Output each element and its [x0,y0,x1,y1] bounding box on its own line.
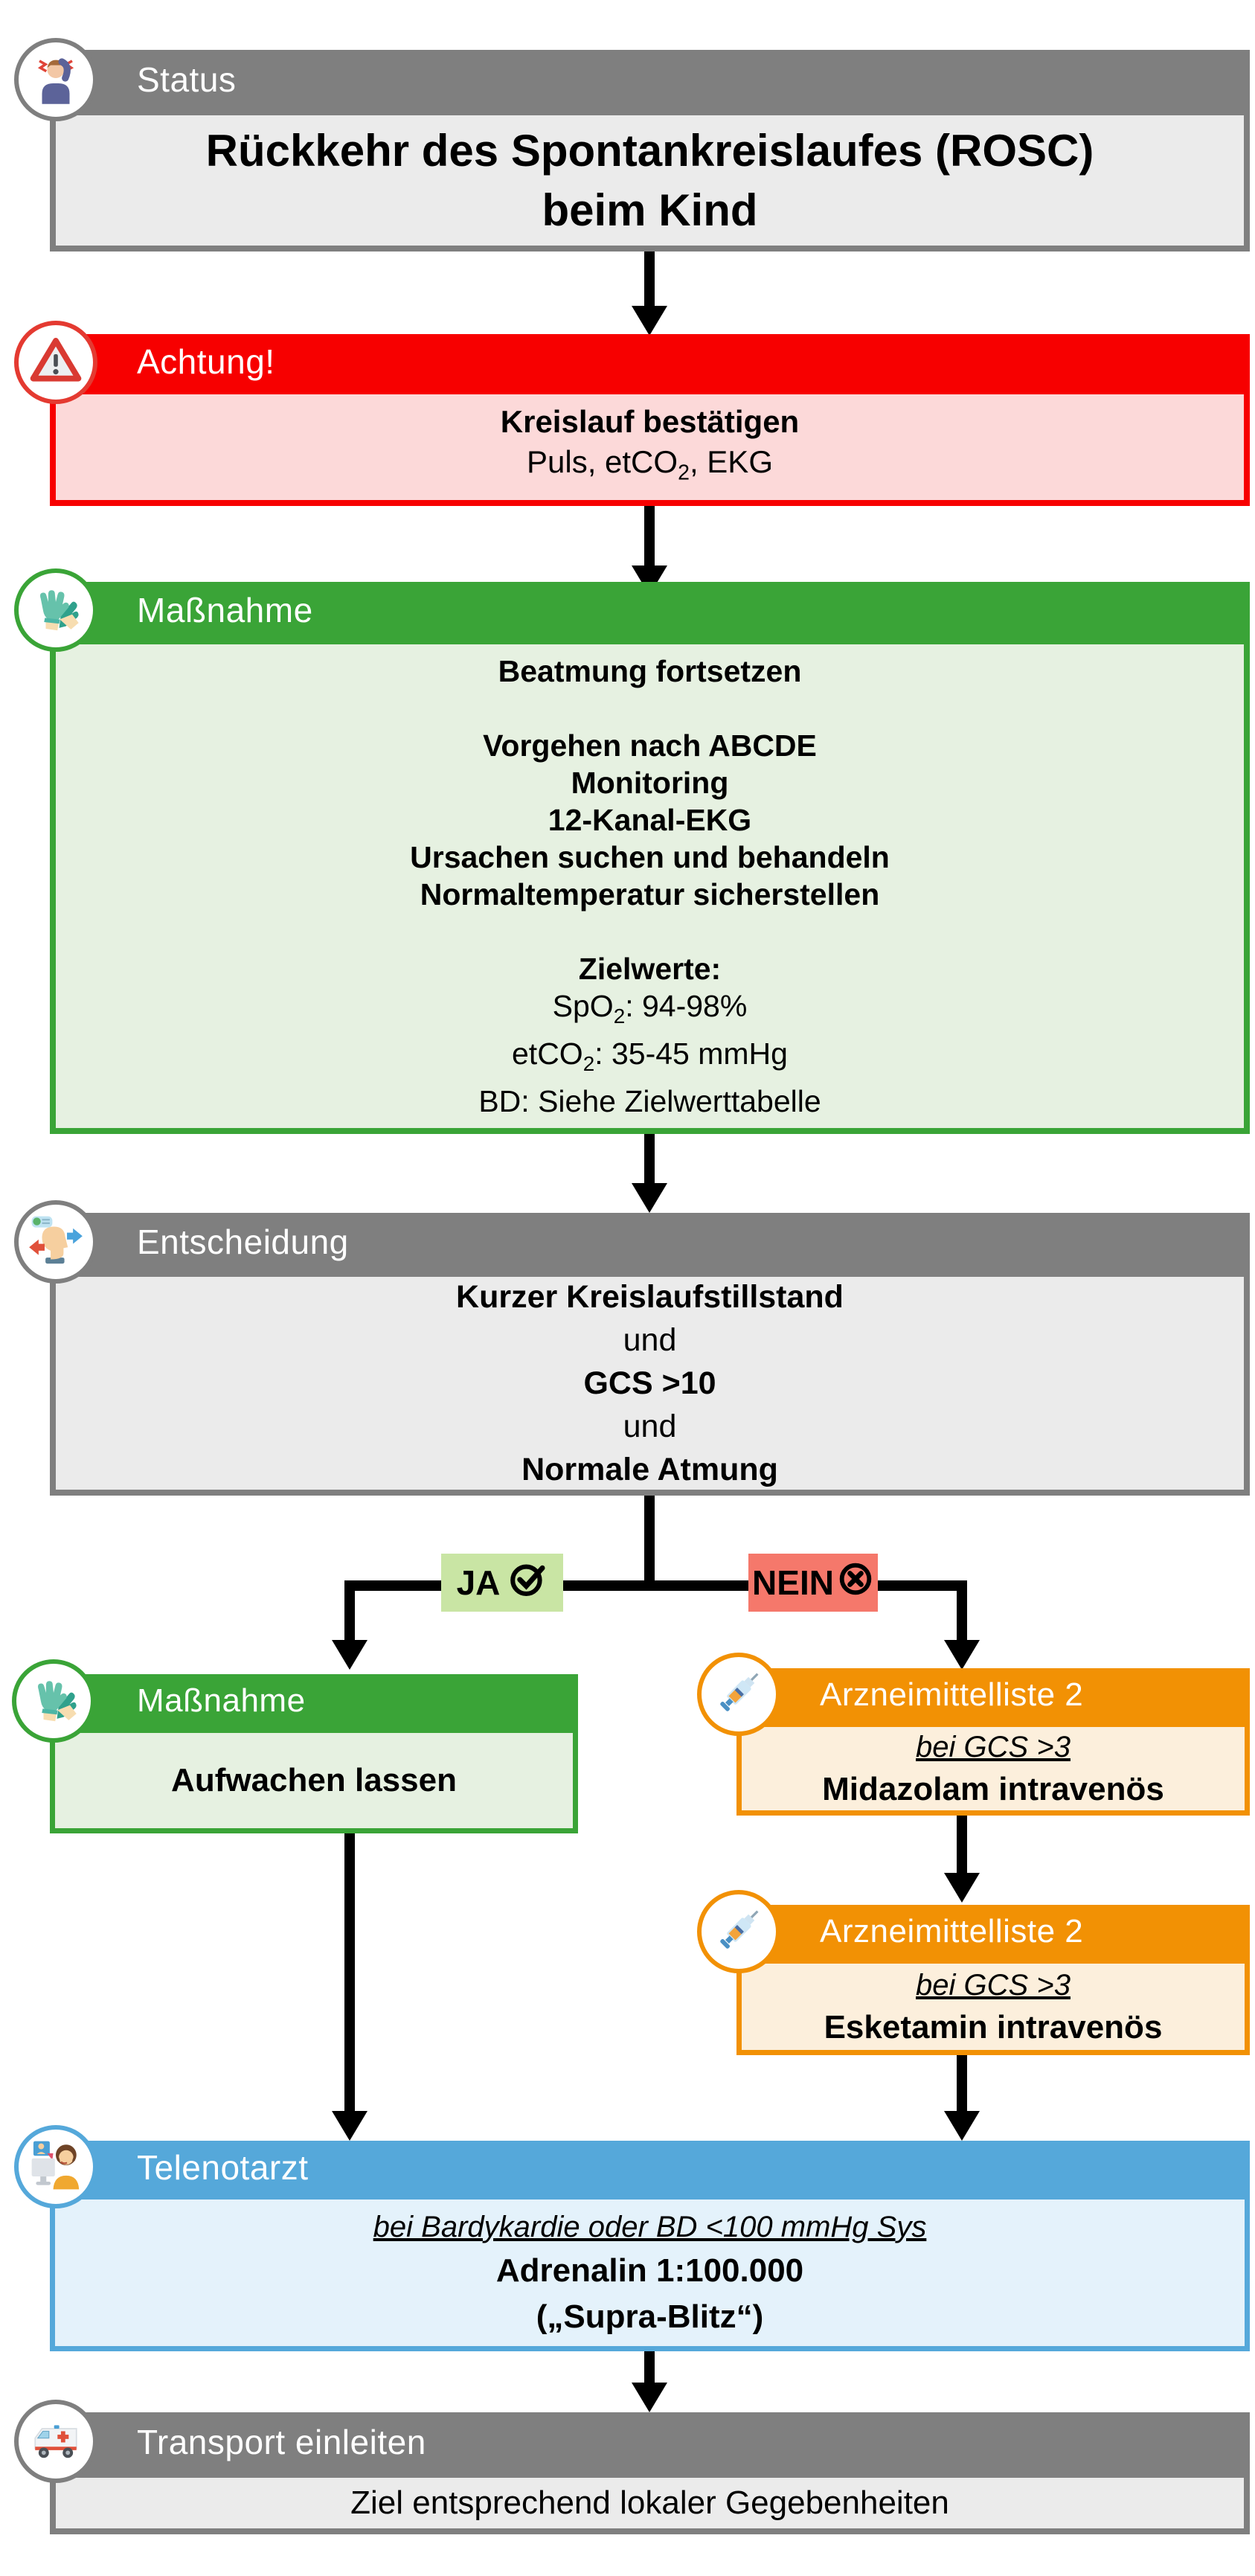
massnahme-header: Maßnahme [83,582,1250,638]
page-title-line1: Rückkehr des Spontankreislaufes (ROSC) [205,125,1094,176]
telenotarzt-header-label: Telenotarzt [137,2148,309,2187]
branch-stem [644,1496,655,1591]
warning-triangle-icon [29,334,83,391]
check-circle-icon [509,1560,548,1606]
status-box: Rückkehr des Spontankreislaufes (ROSC) b… [50,109,1250,251]
person-headache-icon [28,51,83,109]
status-icon-badge [14,38,97,121]
yes-label: JA [456,1563,501,1602]
status-header-label: Status [137,60,237,99]
transport-box: Ziel entsprechend lokaler Gegebenheiten [50,2472,1250,2534]
arrowhead-icon [632,306,667,336]
telenotarzt-line2: („Supra-Blitz“) [536,2298,764,2335]
entscheidung-header: Entscheidung [83,1213,1250,1271]
midazolam-condition: bei GCS >3 [916,1731,1071,1763]
entscheidung-und: und [623,1322,677,1358]
esketamin-header: Arzneimittelliste 2 [766,1905,1250,1958]
massnahme-line-etco2: etCO2: 35-45 mmHg [512,1037,788,1076]
esketamin-drug: Esketamin intravenös [824,2009,1163,2045]
telenotarzt-icon-badge [14,2125,97,2208]
massnahme-header-label: Maßnahme [137,591,313,629]
branch-no-stem [957,1580,967,1641]
arrowhead-icon [944,1640,980,1670]
flow-arrow-aufwachen-telenotarzt [344,1833,355,2112]
syringe-icon [711,1665,766,1724]
midazolam-header-label: Arzneimittelliste 2 [820,1676,1084,1713]
aufwachen-header: Maßnahme [83,1674,578,1728]
branch-yes-stem [344,1580,355,1641]
esketamin-header-label: Arzneimittelliste 2 [820,1913,1084,1949]
telenotarzt-line1: Adrenalin 1:100.000 [495,2252,804,2289]
achtung-line1: Kreislauf bestätigen [500,403,800,439]
massnahme-line-spo2: SpO2: 94-98% [552,988,748,1028]
syringe-icon [711,1903,766,1961]
achtung-line2: Puls, etCO2, EKG [526,443,773,485]
flow-arrow-status-achtung [644,251,655,307]
flow-arrow-esketamin-telenotarzt [957,2055,967,2112]
aufwachen-text: Aufwachen lassen [171,1762,457,1798]
massnahme-line: Zielwerte: [578,951,722,986]
massnahme-line: Monitoring [571,765,729,800]
achtung-icon-badge [14,321,97,404]
flow-arrow-telenotarzt-transport [644,2351,655,2384]
arrowhead-icon [632,1183,667,1213]
entscheidung-condition: GCS >10 [583,1365,716,1401]
arrowhead-icon [332,1640,367,1670]
massnahme-line: BD: Siehe Zielwerttabelle [478,1084,821,1119]
massnahme-line: Vorgehen nach ABCDE [483,728,817,763]
massnahme-line: 12-Kanal-EKG [548,802,752,837]
esketamin-condition: bei GCS >3 [916,1969,1071,2002]
entscheidung-condition: Normale Atmung [521,1452,778,1487]
decision-head-icon [28,1213,83,1272]
entscheidung-und: und [623,1409,677,1444]
gloves-icon [29,582,83,639]
ambulance-icon [28,2412,83,2471]
aufwachen-header-label: Maßnahme [137,1682,306,1719]
yes-badge: JA [441,1554,563,1612]
telenotarzt-header: Telenotarzt [83,2141,1250,2194]
transport-text: Ziel entsprechend lokaler Gegebenheiten [350,2484,949,2521]
massnahme-line: Beatmung fortsetzen [498,653,802,688]
entscheidung-header-label: Entscheidung [137,1223,349,1261]
telenotarzt-condition: bei Bardykardie oder BD <100 mmHg Sys [373,2210,927,2243]
flow-arrow-achtung-massnahme [644,506,655,567]
arrowhead-icon [332,2111,367,2141]
flow-arrow-midazolam-esketamin [957,1816,967,1874]
entscheidung-box: Kurzer Kreislaufstillstand und GCS >10 u… [50,1271,1250,1496]
esketamin-icon-badge [697,1890,780,1973]
entscheidung-icon-badge [14,1200,97,1284]
no-label: NEIN [752,1563,834,1602]
x-circle-icon [837,1560,874,1606]
achtung-box: Kreislauf bestätigen Puls, etCO2, EKG [50,388,1250,506]
gloves-icon [27,1673,80,1730]
arrowhead-icon [944,2111,980,2141]
midazolam-box: bei GCS >3 Midazolam intravenös [736,1722,1250,1816]
status-header: Status [83,50,1250,109]
telemedicine-icon [28,2138,83,2197]
page-title-line2: beim Kind [542,185,758,235]
flow-arrow-massnahme-entscheidung [644,1134,655,1185]
arrowhead-icon [632,2383,667,2412]
arrowhead-icon [944,1873,980,1903]
achtung-header-label: Achtung! [137,342,275,381]
midazolam-drug: Midazolam intravenös [822,1771,1164,1807]
midazolam-icon-badge [697,1653,780,1736]
telenotarzt-box: bei Bardykardie oder BD <100 mmHg Sys Ad… [50,2194,1250,2351]
aufwachen-box: Aufwachen lassen [50,1728,578,1833]
aufwachen-icon-badge [12,1659,95,1743]
massnahme-line: Normaltemperatur sicherstellen [420,877,880,911]
transport-header-label: Transport einleiten [137,2423,426,2461]
esketamin-box: bei GCS >3 Esketamin intravenös [736,1958,1250,2055]
transport-icon-badge [14,2400,97,2483]
massnahme-icon-badge [14,568,97,652]
no-badge: NEIN [748,1554,878,1612]
midazolam-header: Arzneimittelliste 2 [766,1668,1250,1722]
entscheidung-condition: Kurzer Kreislaufstillstand [456,1279,844,1315]
transport-header: Transport einleiten [83,2412,1250,2472]
massnahme-box: Beatmung fortsetzen Vorgehen nach ABCDE … [50,638,1250,1134]
massnahme-line: Ursachen suchen und behandeln [410,839,890,874]
achtung-header: Achtung! [83,334,1250,388]
